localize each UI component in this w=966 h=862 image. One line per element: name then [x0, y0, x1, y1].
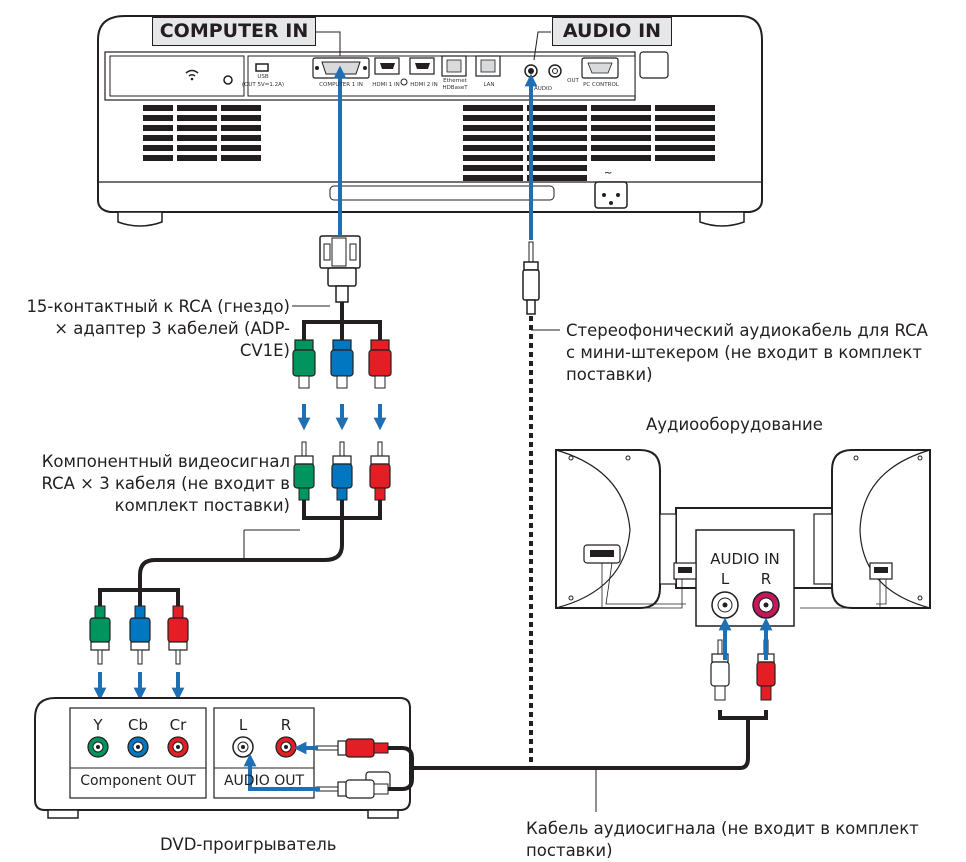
projector: ~ [97, 15, 763, 227]
audio-cable-label: Кабель аудиосигнала (не входит в комплек… [526, 818, 946, 862]
audio-label: AUDIO [534, 86, 552, 92]
pc-control-port-icon [581, 57, 619, 79]
stereo-cable-label-line: поставки) [566, 365, 653, 384]
component-cable-label-line: комплект поставки) [114, 496, 290, 515]
adapter-label-line: × адаптер 3 кабелей (ADP- [54, 319, 290, 338]
hdmi2-label: HDMI 2 IN [410, 82, 438, 88]
vga-adapter-plug [319, 235, 361, 303]
dvd-l-label: L [238, 716, 248, 734]
stereo-cable-label-line: Стереофонический аудиокабель для RCA [566, 321, 928, 340]
dvd-component-out-label: Component OUT [80, 773, 196, 789]
adapter-label-line: 15-контактный к RCA (гнездо) [26, 297, 290, 316]
amp-r-label: R [760, 570, 772, 588]
out-label: OUT [567, 78, 579, 84]
dvd-cb-label: Cb [128, 716, 148, 734]
computer-in-port-label: COMPUTER 1 IN [319, 82, 363, 88]
hdmi1-label: HDMI 1 IN [372, 82, 400, 88]
dvd-player [34, 697, 411, 819]
hdmi-port-icon [374, 57, 435, 86]
usb-sub-label: (OUT 5V=1.2A) [241, 82, 285, 88]
usb-port-icon [255, 63, 269, 72]
dvd-player-label: DVD-проигрыватель [160, 835, 337, 854]
stereo-cable-label: Стереофонический аудиокабель для RCA с м… [566, 320, 966, 386]
computer-in-tag: COMPUTER IN [152, 17, 316, 46]
amp-audio-in-label: AUDIO IN [710, 550, 780, 568]
adapter-label: 15-контактный к RCA (гнездо) × адаптер 3… [0, 296, 290, 362]
dvd-y-label: Y [93, 716, 103, 734]
lan-label: LAN [483, 82, 495, 88]
dvd-cr-label: Cr [169, 716, 187, 734]
adapter-label-line: CV1E) [239, 341, 290, 360]
power-jack-icon [223, 75, 233, 85]
component-cable-label-line: Компонентный видеосигнал [41, 452, 290, 471]
ethernet-sub-label: HDBaseT [442, 85, 468, 91]
pc-control-label: PC CONTROL [583, 82, 619, 88]
dvd-audio-out-label: AUDIO OUT [223, 773, 305, 789]
component-cable-bottom-plugs [89, 605, 189, 665]
wifi-icon [185, 69, 199, 81]
usb-label: USB [257, 74, 269, 80]
audio-equipment-label: Аудиооборудование [646, 415, 823, 434]
ac-inlet-icon: ~ [594, 168, 628, 209]
stereo-cable-label-line: с мини-штекером (не входит в комплект [566, 343, 922, 362]
dvd-audio-plugs [315, 738, 389, 799]
ethernet-label: Ethernet [443, 78, 467, 84]
mini-plug [522, 241, 540, 315]
audio-cable-label-line: поставки) [526, 841, 613, 860]
audio-cable-label-line: Кабель аудиосигнала (не входит в комплек… [526, 819, 919, 838]
component-cable-top-plugs [293, 441, 391, 501]
projector-vents [143, 105, 715, 181]
audio-in-tag: AUDIO IN [552, 17, 672, 46]
amp-l-label: L [720, 570, 730, 588]
adapter-rca-jacks [292, 339, 392, 389]
svg-text:~: ~ [604, 168, 612, 179]
component-cable-label-line: RCA × 3 кабеля (не входит в [41, 474, 290, 493]
audio-equipment [555, 449, 931, 627]
dvd-r-label: R [280, 716, 292, 734]
component-cable-label: Компонентный видеосигнал RCA × 3 кабеля … [0, 451, 290, 517]
ethernet-port-icon [441, 55, 501, 77]
